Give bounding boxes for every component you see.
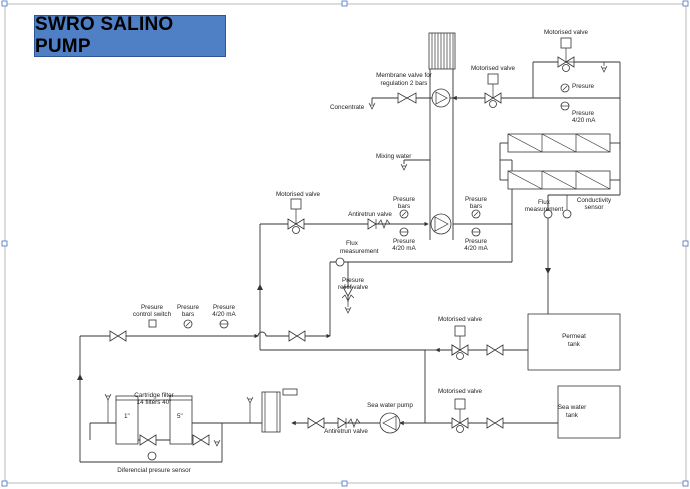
label-motorised-valve-topright: Motorised valve — [544, 29, 589, 36]
label-flux-measurement-right-2: measurement — [525, 206, 564, 213]
drain-icon — [104, 61, 608, 447]
title-box: SWRO SALINO PUMP — [34, 14, 226, 57]
label-filter-left: 1" — [124, 413, 130, 420]
label-control-switch-2: control switch — [133, 311, 172, 318]
label-permeat-tank-2: tank — [568, 341, 581, 348]
diagram-title: SWRO SALINO PUMP — [35, 14, 174, 57]
label-conductivity-2: sensor — [585, 204, 604, 211]
permeat-tank — [527, 313, 621, 371]
check-valve-icon — [337, 218, 391, 429]
label-presure-ma-2a: Presure — [465, 238, 488, 245]
label-antiretrun-valve-top: Antiretrun valve — [348, 211, 392, 218]
label-motorised-valve-sea: Motorised valve — [438, 388, 483, 395]
label-presure-ma-top-2: 4/20 mA — [572, 117, 596, 124]
pressure-gauge-icon — [183, 83, 570, 329]
label-flux-measurement-left-2: measurement — [340, 248, 379, 255]
label-bars-left-1: Presure — [177, 304, 200, 311]
pump-icon — [379, 88, 452, 434]
sea-water-tank — [557, 385, 621, 439]
motor-icon — [428, 32, 456, 70]
label-motorised-valve-top: Motorised valve — [471, 65, 516, 72]
label-antiretrun-valve-bottom: Antiretrun valve — [324, 428, 368, 435]
label-presure-top: Presure — [572, 83, 595, 90]
label-relief-2: relief valve — [338, 284, 369, 291]
label-control-switch-1: Presure — [141, 304, 164, 311]
motorised-valve-icon — [287, 37, 575, 433]
label-concentrate: Concentrate — [330, 104, 365, 111]
diagram-labels: Membrane valve for regulation 2 bars Con… — [117, 29, 612, 474]
label-diferencial-sensor: Diferencial presure sensor — [117, 467, 191, 474]
label-sea-water-pump: Sea water pump — [367, 402, 413, 409]
label-motorised-valve-permeat: Motorised valve — [438, 316, 483, 323]
label-sea-water-tank-2: tank — [566, 412, 579, 419]
label-sea-water-tank-1: Sea water — [558, 404, 586, 411]
label-presure-bars-2b: bars — [470, 203, 482, 210]
label-mixing-water: Mixing water — [376, 153, 411, 160]
label-flux-measurement-right-1: Flux — [538, 199, 551, 206]
membrane-vessels — [507, 133, 611, 190]
label-membrane-valve-1: Membrane valve for — [376, 72, 432, 79]
label-presure-ma-2b: 4/20 mA — [464, 245, 488, 252]
label-cartridge-2: 14 filters 40" — [137, 399, 172, 406]
label-ma-left-2: 4/20 mA — [212, 311, 236, 318]
gate-valve-icon — [109, 92, 504, 446]
pressure-transmitter-icon — [147, 101, 570, 461]
label-ma-left-1: Presure — [213, 304, 236, 311]
label-presure-bars-2a: Presure — [465, 196, 488, 203]
label-presure-bars-1b: bars — [398, 203, 410, 210]
label-presure-ma-top-1: Presure — [572, 110, 595, 117]
filter-housing-icon — [115, 388, 298, 445]
label-cartridge-1: Cartridge filter — [134, 392, 174, 399]
label-presure-ma-1a: Presure — [393, 238, 416, 245]
label-permeat-tank-1: Permeat — [562, 333, 586, 340]
flow-sensor-icon — [335, 195, 572, 267]
label-presure-bars-1a: Presure — [393, 196, 416, 203]
label-presure-ma-1b: 4/20 mA — [392, 245, 416, 252]
label-membrane-valve-2: regulation 2 bars — [381, 80, 428, 87]
label-motorised-valve-left: Motorised valve — [276, 191, 321, 198]
label-relief-1: Presure — [342, 277, 365, 284]
label-conductivity-1: Conductivity — [577, 197, 612, 204]
label-filter-right: 5" — [177, 413, 183, 420]
label-flux-measurement-left-1: Flux — [346, 240, 359, 247]
label-bars-left-2: bars — [182, 311, 194, 318]
